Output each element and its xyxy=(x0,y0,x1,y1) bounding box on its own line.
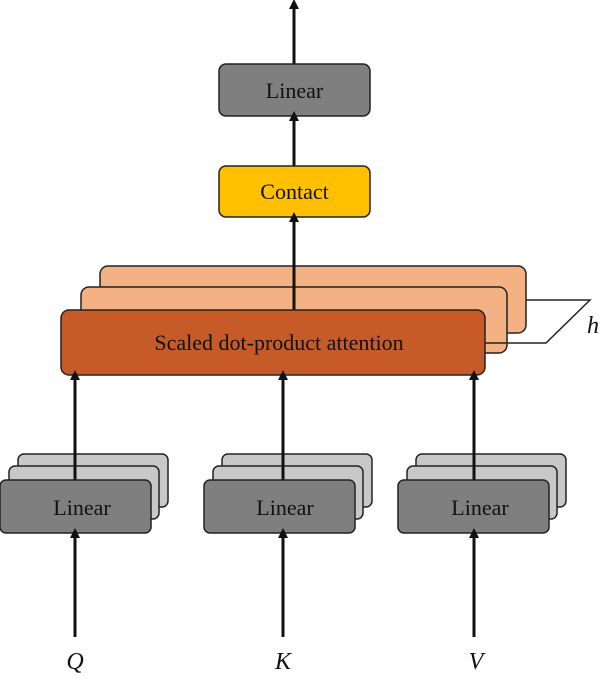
linear-k-label: Linear xyxy=(256,495,314,520)
concat-label: Contact xyxy=(260,179,328,204)
heads-label: h xyxy=(587,313,599,339)
input-column-k: Linear K xyxy=(203,370,373,675)
output-linear-label: Linear xyxy=(266,78,324,103)
input-column-q: Linear Q xyxy=(0,370,169,675)
q-input-label: Q xyxy=(66,649,83,675)
attention-box xyxy=(60,309,486,376)
heads-bracket xyxy=(485,299,592,344)
concat-block: Contact xyxy=(218,165,371,218)
linear-v-label: Linear xyxy=(451,495,509,520)
k-input-label: K xyxy=(274,649,293,675)
output-linear-block: Linear xyxy=(218,63,371,117)
attention-label: Scaled dot-product attention xyxy=(154,330,403,355)
linear-q-label: Linear xyxy=(53,495,111,520)
v-input-label: V xyxy=(469,649,486,675)
input-column-v: Linear V xyxy=(397,370,567,675)
attention-block: Scaled dot-product attention xyxy=(60,309,486,376)
